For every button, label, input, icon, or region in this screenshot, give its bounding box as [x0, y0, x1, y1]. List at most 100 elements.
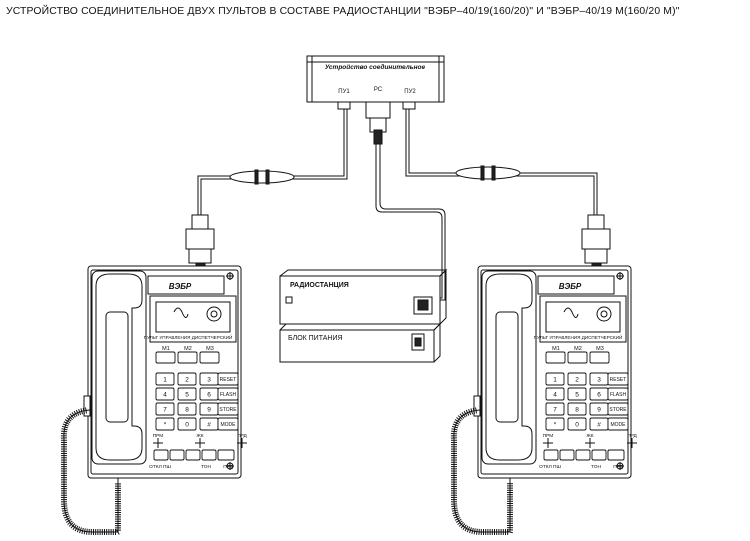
- console-2-digit-key-8[interactable]: 8: [567, 402, 587, 416]
- console-1-digit-key-12[interactable]: #: [199, 417, 219, 431]
- console-1-digit-key-11-label: 0: [185, 421, 189, 428]
- console-1-digit-key-5[interactable]: 5: [177, 387, 197, 401]
- console-2-memory-caption-1: М1: [552, 346, 560, 352]
- console-2-function-key-flash[interactable]: FLASH: [607, 387, 629, 401]
- console-1-indicator-2: [195, 438, 205, 448]
- console-2-memory-key-2[interactable]: [567, 351, 588, 364]
- console-2-bottom-label-3: ПРД: [613, 464, 623, 470]
- console-2-digit-key-3-label: 3: [597, 376, 601, 383]
- console-1-memory-key-2[interactable]: [177, 351, 198, 364]
- console-2-digit-key-1-label: 1: [553, 376, 557, 383]
- console-1-bottom-label-1: ОТКЛ ПШ: [149, 464, 171, 470]
- console-1-indicator-1: [153, 438, 163, 448]
- console-1-digit-key-9[interactable]: 9: [199, 402, 219, 416]
- console-1-digit-key-5-label: 5: [185, 391, 189, 398]
- console-2-digit-key-12-label: #: [597, 421, 601, 428]
- console-1-digit-key-2-label: 2: [185, 376, 189, 383]
- console-1-digit-key-1[interactable]: 1: [155, 372, 175, 386]
- console-2-digit-key-5[interactable]: 5: [567, 387, 587, 401]
- console-1-memory-caption-3: М3: [206, 346, 214, 352]
- console-1-digit-key-8[interactable]: 8: [177, 402, 197, 416]
- console-2-function-key-store[interactable]: STORE: [607, 402, 629, 416]
- console-2-bottom-key-3[interactable]: [575, 449, 591, 461]
- console-2-bottom-label-1: ОТКЛ ПШ: [539, 464, 561, 470]
- console-2-indicator-label-1: ПРМ: [543, 433, 554, 439]
- console-2-panel-label: ПУЛЬТ УПРАВЛЕНИЯ ДИСПЕТЧЕРСКИЙ: [534, 333, 623, 340]
- console-2-digit-key-6[interactable]: 6: [589, 387, 609, 401]
- console-2-function-key-reset[interactable]: RESET: [607, 372, 629, 386]
- console-1-digit-key-4-label: 4: [163, 391, 167, 398]
- console-1-digit-key-1-label: 1: [163, 376, 167, 383]
- dispatch-console-1: [87, 265, 242, 479]
- console-2-function-key-mode-label: MODE: [611, 422, 627, 428]
- console-2-digit-key-1[interactable]: 1: [545, 372, 565, 386]
- console-1-bottom-label-2: ТОН: [201, 464, 211, 470]
- console-2-memory-key-1[interactable]: [545, 351, 566, 364]
- console-1-digit-key-8-label: 8: [185, 406, 189, 413]
- console-2-digit-key-10[interactable]: *: [545, 417, 565, 431]
- console-1-function-key-reset-label: RESET: [220, 377, 237, 383]
- console-2-digit-key-11-label: 0: [575, 421, 579, 428]
- console-2-bottom-key-4[interactable]: [591, 449, 607, 461]
- connector-unit: Устройство соединительное ПУ1 РС ПУ2: [306, 55, 445, 145]
- dispatch-console-2: [477, 265, 632, 479]
- cable-pu1: [185, 109, 348, 270]
- console-2-memory-caption-3: М3: [596, 346, 604, 352]
- console-1-digit-key-2[interactable]: 2: [177, 372, 197, 386]
- console-2-function-key-store-label: STORE: [609, 407, 627, 413]
- console-1-function-key-store[interactable]: STORE: [217, 402, 239, 416]
- port-label-rs: РС: [374, 87, 383, 93]
- console-2-digit-key-12[interactable]: #: [589, 417, 609, 431]
- console-1-bottom-key-1[interactable]: [153, 449, 169, 461]
- console-2-digit-key-2[interactable]: 2: [567, 372, 587, 386]
- console-2-digit-key-8-label: 8: [575, 406, 579, 413]
- console-2-digit-key-11[interactable]: 0: [567, 417, 587, 431]
- console-1-indicator-label-1: ПРМ: [153, 433, 164, 439]
- console-2-digit-key-4[interactable]: 4: [545, 387, 565, 401]
- console-2-bottom-key-1[interactable]: [543, 449, 559, 461]
- console-2-function-key-mode[interactable]: MODE: [607, 417, 629, 431]
- console-1-memory-key-3[interactable]: [199, 351, 220, 364]
- console-1-memory-key-1[interactable]: [155, 351, 176, 364]
- power-supply-label: БЛОК ПИТАНИЯ: [288, 335, 343, 342]
- console-2-digit-key-7[interactable]: 7: [545, 402, 565, 416]
- console-2-memory-caption-2: М2: [574, 346, 582, 352]
- console-2-function-key-reset-label: RESET: [610, 377, 627, 383]
- console-2-function-key-flash-label: FLASH: [610, 392, 627, 398]
- diagram-title: УСТРОЙСТВО СОЕДИНИТЕЛЬНОЕ ДВУХ ПУЛЬТОВ В…: [6, 6, 680, 17]
- console-2-bottom-key-6[interactable]: [607, 449, 625, 461]
- console-1-digit-key-11[interactable]: 0: [177, 417, 197, 431]
- console-2-indicator-label-3: ПРД: [627, 433, 637, 439]
- radio-station: РАДИОСТАНЦИЯ: [279, 268, 448, 325]
- console-1-function-key-mode[interactable]: MODE: [217, 417, 239, 431]
- console-2-digit-key-3[interactable]: 3: [589, 372, 609, 386]
- console-1-bottom-key-6[interactable]: [217, 449, 235, 461]
- console-2-bottom-key-2[interactable]: [559, 449, 575, 461]
- console-1-function-key-reset[interactable]: RESET: [217, 372, 239, 386]
- power-supply: БЛОК ПИТАНИЯ: [279, 322, 442, 363]
- console-1-digit-key-7[interactable]: 7: [155, 402, 175, 416]
- console-1-bottom-key-4[interactable]: [201, 449, 217, 461]
- console-1-digit-key-9-label: 9: [207, 406, 211, 413]
- console-1-bottom-label-3: ПРД: [223, 464, 233, 470]
- console-1-digit-key-10[interactable]: *: [155, 417, 175, 431]
- console-2-indicator-3: [627, 438, 637, 448]
- console-1-bottom-key-2[interactable]: [169, 449, 185, 461]
- console-2-bottom-label-2: ТОН: [591, 464, 601, 470]
- console-2-digit-key-2-label: 2: [575, 376, 579, 383]
- console-1-digit-key-6[interactable]: 6: [199, 387, 219, 401]
- console-1-bottom-key-3[interactable]: [185, 449, 201, 461]
- handset-cord-2: [450, 407, 513, 535]
- console-2-memory-key-3[interactable]: [589, 351, 610, 364]
- console-1-digit-key-3[interactable]: 3: [199, 372, 219, 386]
- cable-pu2: [405, 109, 611, 270]
- console-1-digit-key-4[interactable]: 4: [155, 387, 175, 401]
- console-1-digit-key-3-label: 3: [207, 376, 211, 383]
- console-1-function-key-mode-label: MODE: [221, 422, 237, 428]
- console-2-digit-key-9[interactable]: 9: [589, 402, 609, 416]
- console-1-function-key-flash[interactable]: FLASH: [217, 387, 239, 401]
- console-1-logo: ВЭБР: [169, 282, 192, 291]
